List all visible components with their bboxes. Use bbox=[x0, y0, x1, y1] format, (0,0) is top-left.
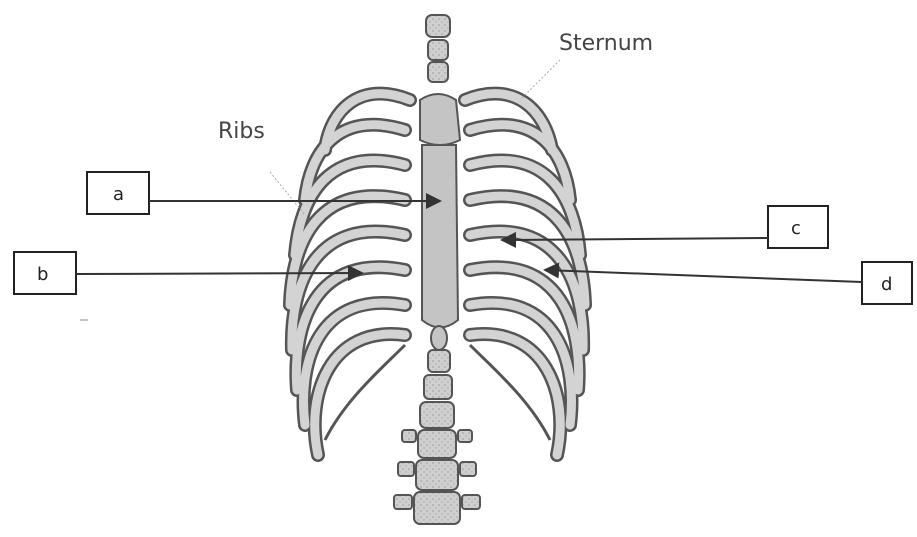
label-box-b-text: b bbox=[37, 264, 48, 285]
label-box-d: d bbox=[545, 262, 912, 304]
rib-cage bbox=[290, 15, 585, 524]
xiphoid bbox=[431, 326, 447, 350]
ribs-label: Ribs bbox=[218, 119, 265, 144]
label-box-c-text: c bbox=[791, 218, 801, 239]
sternum-label: Sternum bbox=[559, 31, 653, 56]
sternum-bone bbox=[420, 94, 460, 328]
pointer-b bbox=[76, 273, 362, 274]
label-box-d-text: d bbox=[881, 274, 892, 295]
label-box-a-text: a bbox=[113, 184, 124, 205]
sternum-leader bbox=[520, 60, 560, 100]
pointer-d bbox=[545, 270, 862, 282]
